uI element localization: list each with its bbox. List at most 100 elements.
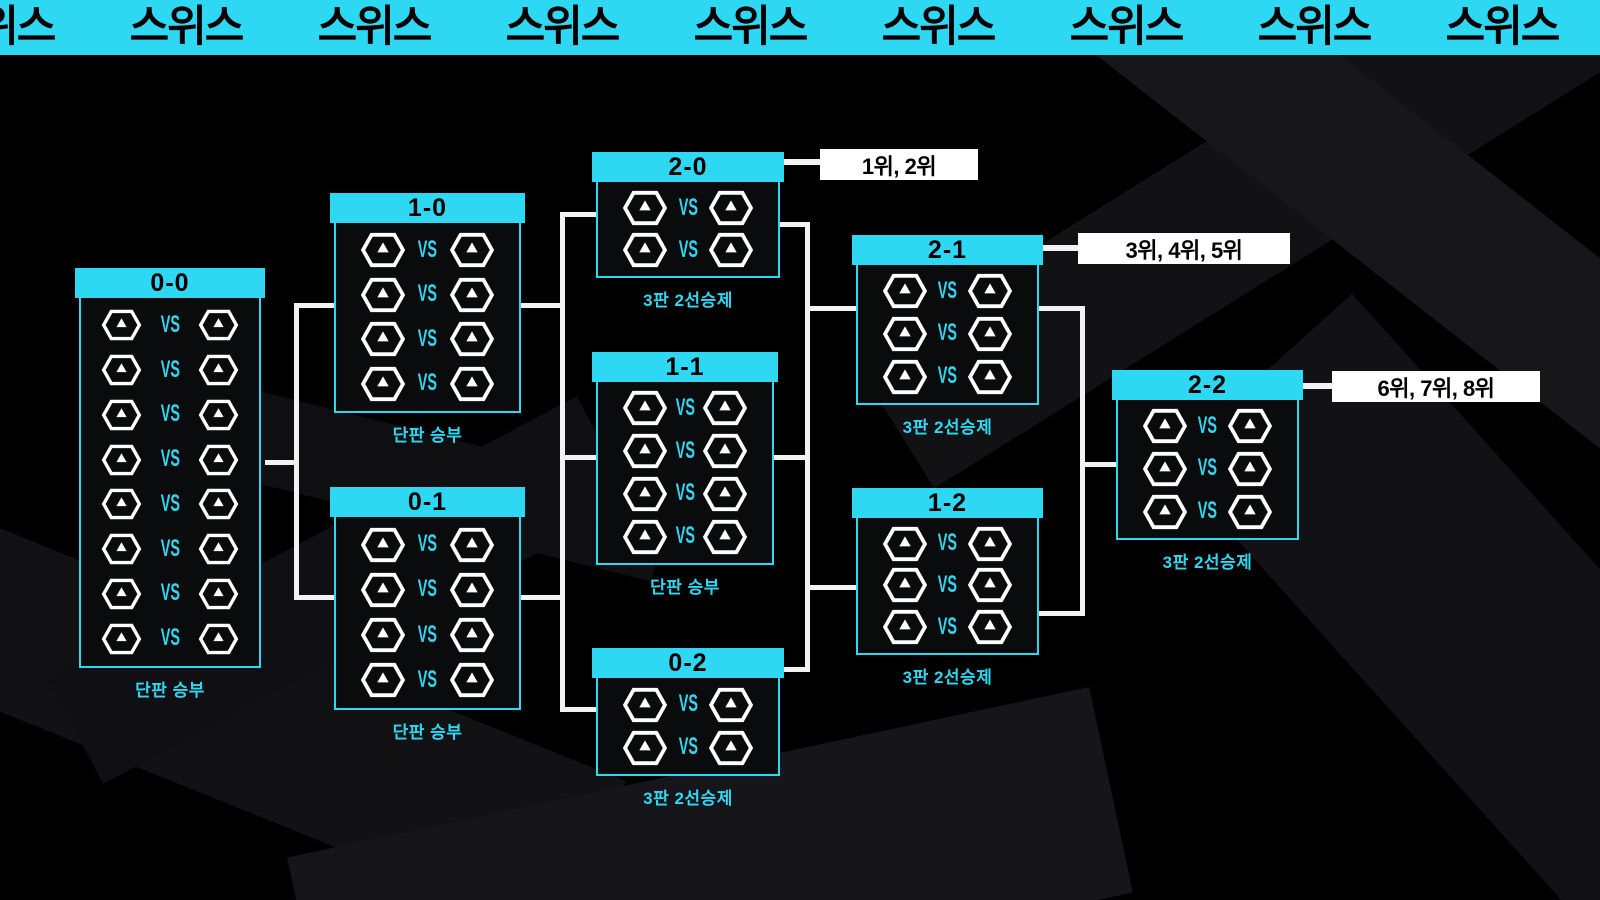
format-caption: 단판 승부 [392, 723, 463, 742]
record-header: 0-1 [330, 487, 525, 517]
team-hexagon-icon [622, 389, 668, 427]
connector-line [294, 303, 299, 600]
team-hexagon-icon [702, 389, 748, 427]
match-row: VS [81, 398, 259, 432]
banner: 스위스스위스스위스스위스스위스스위스스위스스위스스위스 [0, 0, 1600, 55]
vs-label: VS [937, 530, 958, 557]
team-hexagon-icon [449, 616, 495, 654]
vs-label: VS [417, 236, 438, 263]
team-hexagon-icon [622, 475, 668, 513]
team-hexagon-icon [967, 315, 1013, 353]
match-row: VS [336, 571, 519, 609]
banner-word: 스위스 [0, 3, 56, 51]
team-hexagon-icon [101, 443, 142, 477]
team-hexagon-icon [101, 487, 142, 521]
match-list: VS VS VS [856, 518, 1039, 655]
team-hexagon-icon [882, 358, 928, 396]
format-caption: 3판 2선승제 [643, 789, 733, 808]
match-row: VS [81, 308, 259, 342]
vs-label: VS [937, 320, 958, 347]
team-hexagon-icon [101, 622, 142, 656]
match-row: VS [81, 443, 259, 477]
record-header: 1-2 [852, 488, 1043, 518]
team-hexagon-icon [708, 231, 754, 269]
connector-line [560, 707, 598, 712]
format-caption: 3판 2선승제 [1162, 553, 1253, 572]
match-row: VS [598, 189, 778, 227]
vs-label: VS [937, 613, 958, 640]
rank-label: 1위, 2위 [820, 149, 978, 180]
banner-word: 스위스 [317, 3, 433, 51]
match-row: VS [598, 432, 772, 470]
vs-label: VS [160, 311, 180, 338]
connector-line [780, 159, 824, 165]
match-row: VS [336, 661, 519, 699]
team-hexagon-icon [198, 353, 239, 387]
team-hexagon-icon [360, 571, 406, 609]
team-hexagon-icon [198, 308, 239, 342]
record-header: 0-2 [592, 648, 784, 678]
team-hexagon-icon [622, 189, 668, 227]
team-hexagon-icon [708, 686, 754, 724]
vs-label: VS [678, 236, 698, 263]
connector-line [560, 212, 598, 217]
banner-word: 스위스 [1257, 3, 1373, 51]
vs-label: VS [675, 523, 695, 550]
connector-line [805, 585, 857, 590]
vs-label: VS [937, 363, 958, 390]
vs-label: VS [160, 535, 180, 562]
match-row: VS [598, 729, 778, 767]
team-hexagon-icon [198, 443, 239, 477]
format-caption: 단판 승부 [135, 681, 205, 700]
connector-line [521, 595, 563, 600]
connector-line [294, 595, 336, 600]
vs-label: VS [1197, 455, 1218, 482]
team-hexagon-icon [101, 577, 142, 611]
connector-line [294, 303, 336, 308]
team-hexagon-icon [702, 432, 748, 470]
team-hexagon-icon [198, 398, 239, 432]
team-hexagon-icon [449, 365, 495, 403]
format-caption: 단판 승부 [392, 426, 463, 445]
team-hexagon-icon [708, 189, 754, 227]
match-row: VS [1118, 450, 1297, 488]
team-hexagon-icon [708, 729, 754, 767]
match-row: VS [598, 686, 778, 724]
team-hexagon-icon [967, 358, 1013, 396]
record-header: 1-0 [330, 193, 525, 223]
connector-line [560, 212, 565, 712]
connector-line [560, 455, 598, 460]
banner-word: 스위스 [693, 3, 809, 51]
vs-label: VS [678, 194, 698, 221]
record-header: 2-0 [592, 152, 784, 182]
team-hexagon-icon [449, 526, 495, 564]
team-hexagon-icon [1227, 493, 1273, 531]
team-hexagon-icon [1142, 493, 1188, 531]
vs-label: VS [937, 571, 958, 598]
team-hexagon-icon [967, 272, 1013, 310]
vs-label: VS [417, 370, 438, 397]
match-row: VS [598, 231, 778, 269]
team-hexagon-icon [882, 272, 928, 310]
match-row: VS [1118, 493, 1297, 531]
match-row: VS [858, 272, 1037, 310]
match-row: VS [336, 526, 519, 564]
team-hexagon-icon [1142, 407, 1188, 445]
vs-label: VS [417, 621, 438, 648]
banner-word: 스위스 [1069, 3, 1185, 51]
format-caption: 3판 2선승제 [902, 418, 993, 437]
team-hexagon-icon [449, 231, 495, 269]
match-row: VS [81, 353, 259, 387]
connector-line [1039, 611, 1085, 616]
format-caption: 3판 2선승제 [643, 291, 733, 310]
team-hexagon-icon [1142, 450, 1188, 488]
match-row: VS [336, 616, 519, 654]
